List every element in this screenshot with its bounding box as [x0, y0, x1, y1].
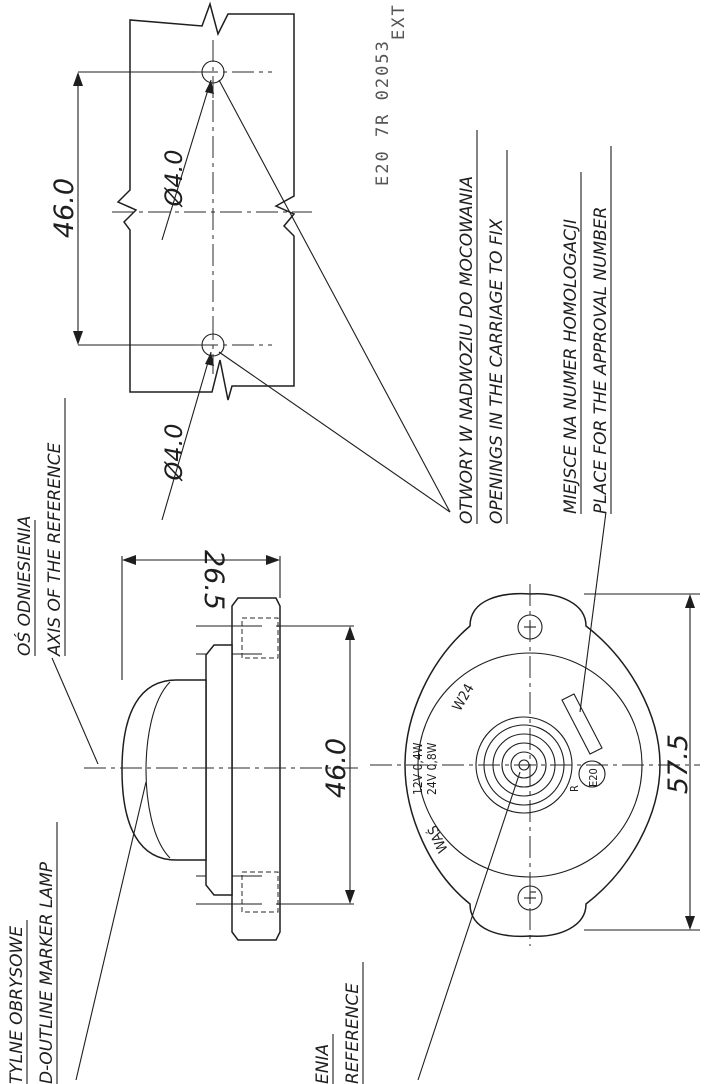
front-view — [370, 511, 700, 1081]
marking-12v: 12V 0,4W — [411, 742, 425, 795]
notes: TYLNE OBRYSOWE D-OUTLINE MARKER LAMP OŚ … — [7, 3, 612, 1084]
mounting-plate-view — [73, 1, 312, 521]
dim-height: 26.5 — [198, 550, 229, 610]
approval-en: PLACE FOR THE APPROVAL NUMBER — [591, 207, 611, 514]
axis-pl: OŚ ODNIESIENIA — [13, 516, 35, 656]
side-lens — [121, 679, 207, 861]
holes-pl: OTWORY W NADWOZIU DO MOCOWANIA — [457, 176, 477, 524]
dim-hole-dia-1: Ø4.0 — [160, 149, 188, 207]
side-view — [51, 555, 362, 1081]
approval-circle — [578, 760, 606, 788]
side-base — [231, 597, 281, 941]
title-line2: D-OUTLINE MARKER LAMP — [37, 861, 57, 1084]
axis-en-partial: REFERENCE — [343, 983, 363, 1084]
dim-front-width: 57.5 — [663, 734, 694, 794]
dim-hole-dia-2: Ø4.0 — [160, 423, 188, 481]
title-leader — [75, 781, 147, 1081]
holes-leaders — [218, 79, 451, 513]
reference-leader — [417, 771, 521, 1081]
axis-pl-partial: ENIA — [313, 1044, 333, 1084]
marking-e20: E20 — [587, 768, 600, 787]
axis-leader — [51, 657, 99, 765]
approval-plate — [561, 693, 603, 755]
approval-leader — [579, 511, 607, 713]
title-line1: TYLNE OBRYSOWE — [7, 926, 27, 1084]
dim-hole-spacing-top: 46.0 — [49, 178, 80, 238]
marking-24v: 24V 0,8W — [425, 742, 439, 795]
approval-pl: MIEJSCE NA NUMER HOMOLOGACJI — [561, 219, 581, 514]
holes-en: OPENINGS IN THE CARRIAGE TO FIX — [487, 218, 507, 524]
dim-side-width: 46.0 — [321, 738, 352, 798]
plate-outline — [116, 1, 296, 401]
stamp-line2: EXT — [389, 3, 409, 40]
side-body — [205, 644, 233, 896]
marking-r: R — [568, 785, 581, 792]
stamp-line1: E20 7R 02053 — [373, 39, 393, 186]
axis-en: AXIS OF THE REFERENCE — [45, 442, 65, 657]
